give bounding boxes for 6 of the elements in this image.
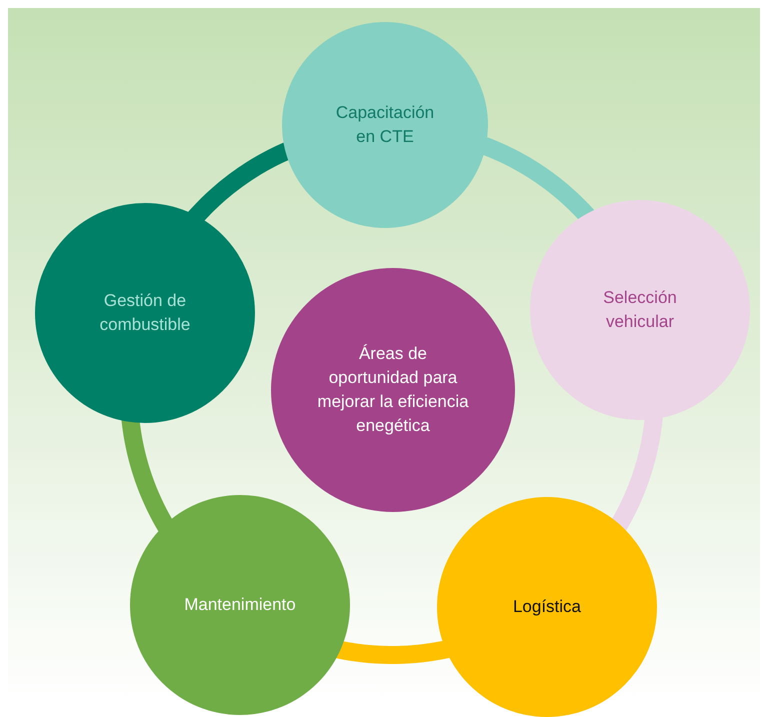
node-label: Gestión de combustible xyxy=(98,290,192,336)
node-label: Mantenimiento xyxy=(184,594,296,616)
node-label: Selección vehicular xyxy=(602,287,678,333)
node-label: Capacitación en CTE xyxy=(334,102,436,148)
node-label: Áreas de oportunidad para mejorar la eficiencia enegética xyxy=(316,343,470,437)
node-label: Logística xyxy=(512,596,582,618)
